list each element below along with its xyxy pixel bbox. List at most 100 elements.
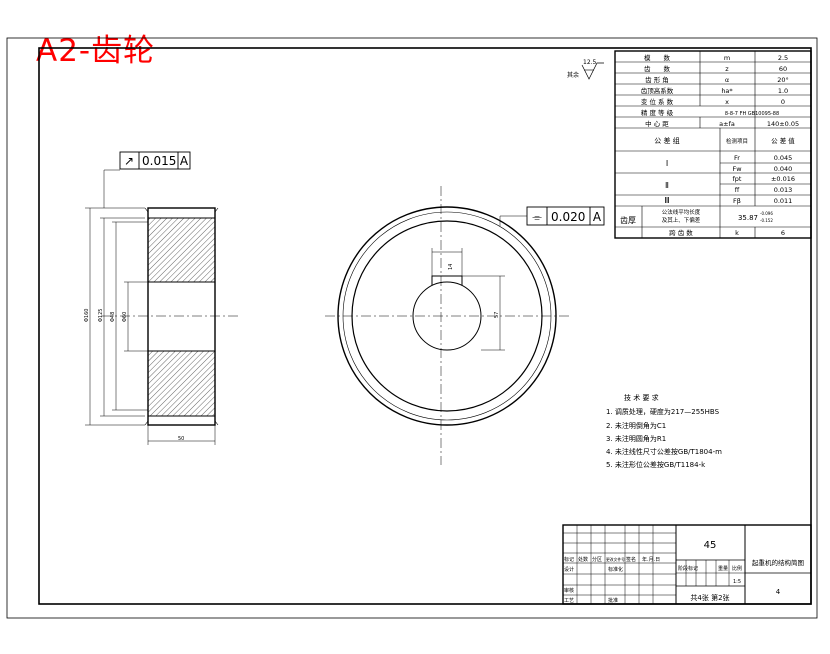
front-view-dimension-text: 14 57 xyxy=(448,264,500,318)
svg-text:A: A xyxy=(180,154,189,168)
tolerance-item: Fw xyxy=(732,165,742,173)
param-value: 8-8-7 FH GB10095-88 xyxy=(725,111,779,117)
tolerance-value-header: 公 差 值 xyxy=(771,136,795,145)
param-name: 齿顶高系数 xyxy=(641,86,674,95)
gear-front-view xyxy=(325,186,569,465)
technical-requirements: 技 术 要 求 1. 调质处理，硬度为217—255HBS 2. 未注明倒角为C… xyxy=(606,393,722,469)
tech-req-item: 3. 未注明圆角为R1 xyxy=(606,434,666,443)
tooth-thickness-lower-dev: -0.152 xyxy=(760,218,773,223)
symmetry-tolerance-callout: ⌯ 0.020 A xyxy=(526,206,605,226)
span-count-value: 6 xyxy=(781,229,785,237)
svg-text:比例: 比例 xyxy=(732,565,742,572)
tolerance-item: ff xyxy=(735,186,740,194)
tolerance-item-header: 检测项目 xyxy=(726,137,748,145)
svg-text:年.月.日: 年.月.日 xyxy=(642,556,660,563)
svg-text:标准化: 标准化 xyxy=(608,566,623,573)
dim-keyway-width: 14 xyxy=(448,264,454,270)
param-name: 中 心 距 xyxy=(645,119,669,128)
tech-req-item: 2. 未注明倒角为C1 xyxy=(606,421,666,430)
title-block xyxy=(562,524,812,605)
tech-req-item: 1. 调质处理，硬度为217—255HBS xyxy=(606,407,720,416)
param-value: 140±0.05 xyxy=(767,120,799,128)
tooth-thickness-desc: 公法线平均长度 xyxy=(662,208,701,216)
param-symbol: a±fa xyxy=(719,120,735,128)
tolerance-value: 0.011 xyxy=(774,197,793,205)
param-symbol: ha* xyxy=(721,87,733,95)
svg-text:处数: 处数 xyxy=(578,556,588,563)
param-symbol: z xyxy=(725,65,729,73)
tolerance-value: ±0.016 xyxy=(771,175,795,183)
svg-text:批准: 批准 xyxy=(608,597,618,604)
tooth-thickness-label: 齿厚 xyxy=(620,216,636,225)
param-value: 60 xyxy=(779,65,787,73)
param-value: 2.5 xyxy=(778,54,788,62)
tolerance-item: Fβ xyxy=(733,197,741,205)
tech-req-item: 5. 未注形位公差按GB/T1184-k xyxy=(606,460,706,469)
sheet-count: 共4张 第2张 xyxy=(690,593,729,602)
span-count-label: 跨 齿 数 xyxy=(669,228,693,237)
section-dimensions xyxy=(85,169,216,445)
runout-icon: ↗ xyxy=(124,154,134,168)
front-view-dimensions xyxy=(431,215,527,351)
span-count-symbol: k xyxy=(735,229,739,237)
svg-text:阶段标记: 阶段标记 xyxy=(678,565,698,572)
svg-text:重量: 重量 xyxy=(718,565,728,572)
svg-text:分区: 分区 xyxy=(592,556,602,563)
svg-text:设计: 设计 xyxy=(564,566,574,573)
material-value: 45 xyxy=(704,540,717,551)
scale-value: 1:5 xyxy=(733,579,741,585)
tolerance-group: Ⅲ xyxy=(664,196,670,205)
svg-text:标记: 标记 xyxy=(564,556,574,563)
param-value: 1.0 xyxy=(778,87,788,95)
param-symbol: m xyxy=(724,54,730,62)
dim-d1: Φ125 xyxy=(98,309,104,322)
drawing-name: 起重机的结构简图 xyxy=(752,558,804,567)
tolerance-group: Ⅰ xyxy=(666,159,668,168)
svg-text:签名: 签名 xyxy=(626,556,636,563)
gear-section-view xyxy=(102,207,240,426)
param-value: 20° xyxy=(777,76,789,84)
param-symbol: x xyxy=(725,98,729,106)
section-dimension-text: Φ160 Φ125 Φ48 Φ60 50 xyxy=(84,309,184,442)
svg-text:0.020: 0.020 xyxy=(551,210,585,224)
tolerance-group: Ⅱ xyxy=(665,181,669,190)
surface-finish-symbol: 其余 12.5 xyxy=(567,59,604,80)
svg-text:更改文件号: 更改文件号 xyxy=(606,557,625,562)
runout-tolerance-callout: ↗ 0.015 A xyxy=(119,151,191,170)
tolerance-value: 0.013 xyxy=(774,186,793,194)
tooth-thickness-value: 35.87 xyxy=(738,214,758,222)
svg-text:0.015: 0.015 xyxy=(142,154,176,168)
dim-od: Φ160 xyxy=(84,309,90,322)
svg-text:工艺: 工艺 xyxy=(564,598,574,604)
param-name: 模 数 xyxy=(644,53,671,62)
inner-border xyxy=(38,47,812,605)
param-name: 精 度 等 级 xyxy=(641,108,674,117)
param-symbol: α xyxy=(725,76,729,84)
symmetry-icon: ⌯ xyxy=(532,210,542,224)
tolerance-value: 0.040 xyxy=(774,165,793,173)
drawing-number: 4 xyxy=(776,588,781,596)
svg-text:A: A xyxy=(593,210,602,224)
title-block-text: 标记 处数 分区 更改文件号 签名 年.月.日 设计 标准化 审核 工艺 批准 … xyxy=(564,540,804,604)
svg-text:审核: 审核 xyxy=(564,587,574,594)
svg-text:其余: 其余 xyxy=(567,71,579,79)
tolerance-group-header: 公 差 组 xyxy=(654,136,679,145)
drawing-title: A2-齿轮 xyxy=(36,33,156,69)
svg-text:12.5: 12.5 xyxy=(583,59,597,66)
dim-d2: Φ48 xyxy=(110,312,116,322)
tech-req-item: 4. 未注线性尺寸公差按GB/T1804-m xyxy=(606,447,722,456)
tolerance-value: 0.045 xyxy=(774,154,793,162)
dim-width: 50 xyxy=(178,436,184,442)
param-name: 齿 形 角 xyxy=(645,75,669,84)
outer-border xyxy=(6,37,818,619)
param-name: 齿 数 xyxy=(644,64,671,73)
gear-parameter-table xyxy=(614,50,812,239)
tooth-thickness-desc: 及其上、下偏差 xyxy=(662,216,701,224)
param-value: 0 xyxy=(781,98,785,106)
tolerance-item: Fr xyxy=(734,154,740,162)
param-name: 变 位 系 数 xyxy=(641,97,674,106)
tech-req-heading: 技 术 要 求 xyxy=(624,393,659,402)
tooth-thickness-upper-dev: -0.096 xyxy=(760,211,773,216)
tolerance-item: fpt xyxy=(733,175,742,183)
